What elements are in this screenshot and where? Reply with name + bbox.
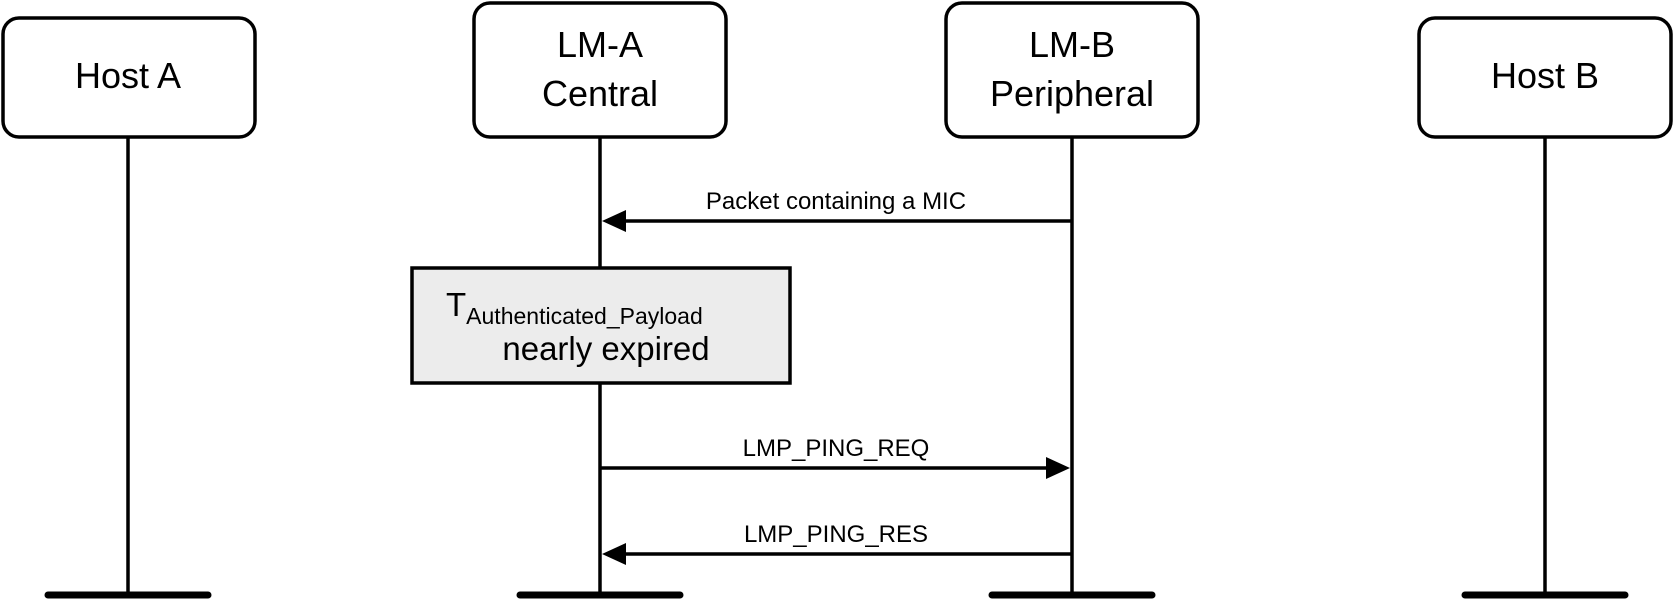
actor-box-host-a (1, 16, 257, 139)
message-ping-req: LMP_PING_REQ (600, 435, 1070, 479)
message-label-mic-packet: Packet containing a MIC (706, 188, 966, 215)
actor-label-lm-b-line2: Peripheral (990, 73, 1154, 114)
message-mic-packet: Packet containing a MIC (602, 188, 1072, 232)
actor-lm-b: LM-B Peripheral (944, 1, 1200, 139)
message-label-ping-res: LMP_PING_RES (744, 521, 928, 548)
actor-label-lm-a-line2: Central (542, 73, 658, 114)
actor-box-lm-a (472, 1, 728, 139)
state-line1: TAuthenticated_Payload (446, 286, 703, 329)
arrowhead-left-icon (602, 210, 626, 232)
state-subscript: Authenticated_Payload (466, 303, 703, 329)
actor-label-lm-a-line1: LM-A (557, 24, 643, 65)
lifelines (44, 137, 1629, 599)
state-symbol: T (446, 286, 466, 323)
actor-host-b: Host B (1417, 16, 1673, 139)
actor-label-lm-b-line1: LM-B (1029, 24, 1115, 65)
message-label-ping-req: LMP_PING_REQ (743, 435, 930, 462)
actor-host-a: Host A (1, 16, 257, 139)
state-box (410, 266, 792, 385)
state-line2: nearly expired (502, 330, 709, 367)
actor-lm-a: LM-A Central (472, 1, 728, 139)
actor-box-host-b (1417, 16, 1673, 139)
message-ping-res: LMP_PING_RES (602, 521, 1072, 565)
actor-box-lm-b (944, 1, 1200, 139)
arrowhead-right-icon (1046, 457, 1070, 479)
actor-label-host-a: Host A (75, 55, 181, 96)
actor-label-host-b: Host B (1491, 55, 1599, 96)
state-authenticated-payload: TAuthenticated_Payload nearly expired (410, 266, 792, 385)
arrowhead-left-icon (602, 543, 626, 565)
